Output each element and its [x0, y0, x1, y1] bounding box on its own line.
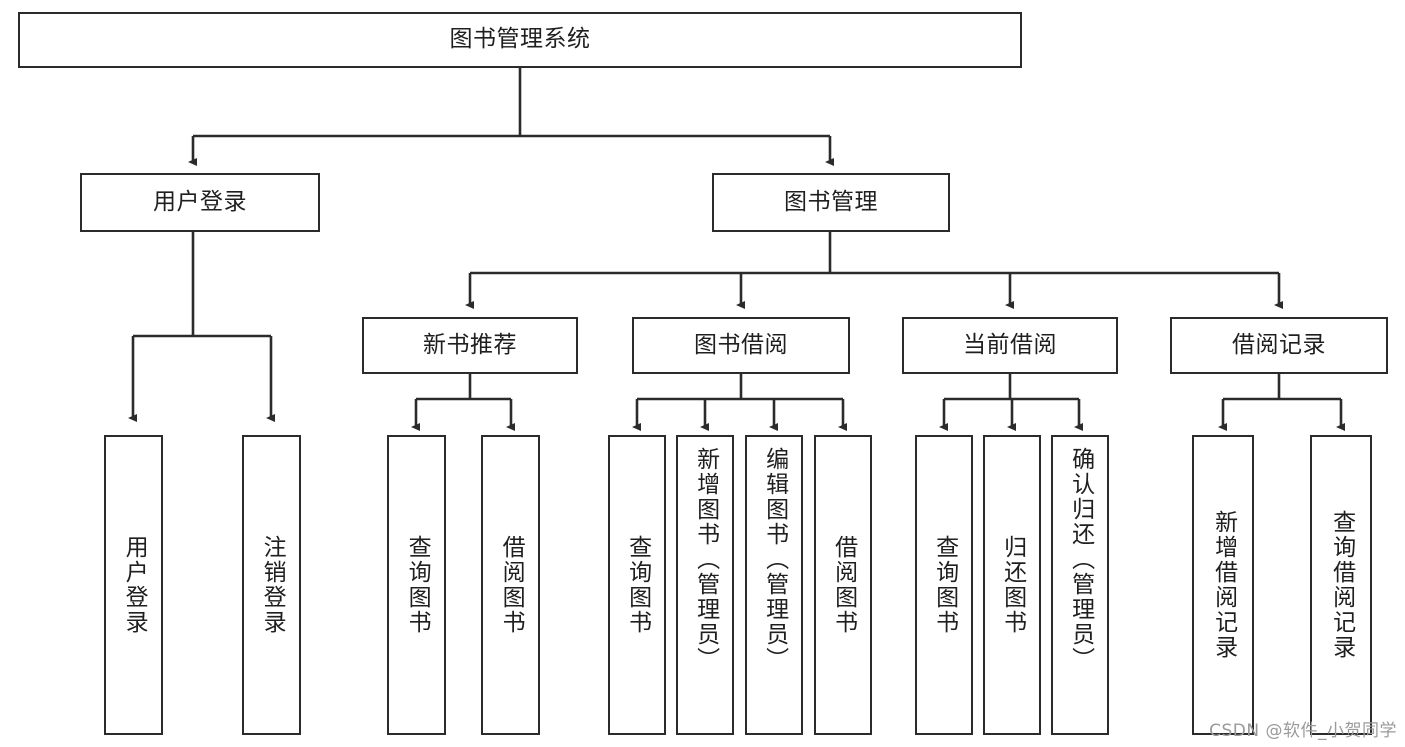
- node-book-borrow[interactable]: 图书借阅: [632, 317, 850, 374]
- node-new-book-recommend[interactable]: 新书推荐: [362, 317, 578, 374]
- leaf-borrow-record-query-record[interactable]: 查询借阅记录: [1310, 435, 1372, 735]
- leaf-new-book-query-book[interactable]: 查询图书: [387, 435, 446, 735]
- node-current-borrow[interactable]: 当前借阅: [902, 317, 1118, 374]
- node-user-login[interactable]: 用户登录: [80, 173, 320, 232]
- leaf-borrow-record-add-record[interactable]: 新增借阅记录: [1192, 435, 1254, 735]
- csdn-watermark: CSDN @软件_小贺同学: [1209, 721, 1397, 741]
- leaf-current-borrow-return-book[interactable]: 归还图书: [983, 435, 1041, 735]
- leaf-current-borrow-confirm-return-admin[interactable]: 确认归还（管理员）: [1051, 435, 1109, 735]
- node-borrow-record[interactable]: 借阅记录: [1170, 317, 1388, 374]
- leaf-current-borrow-query-book[interactable]: 查询图书: [915, 435, 973, 735]
- node-book-management[interactable]: 图书管理: [712, 173, 950, 232]
- leaf-book-borrow-borrow-book[interactable]: 借阅图书: [814, 435, 872, 735]
- leaf-book-borrow-edit-book-admin[interactable]: 编辑图书（管理员）: [745, 435, 803, 735]
- leaf-new-book-borrow-book[interactable]: 借阅图书: [481, 435, 540, 735]
- leaf-user-login-logout[interactable]: 注销登录: [242, 435, 301, 735]
- leaf-book-borrow-add-book-admin[interactable]: 新增图书（管理员）: [676, 435, 734, 735]
- leaf-book-borrow-query-book[interactable]: 查询图书: [608, 435, 666, 735]
- leaf-user-login-login[interactable]: 用户登录: [104, 435, 163, 735]
- node-root-system[interactable]: 图书管理系统: [18, 12, 1022, 68]
